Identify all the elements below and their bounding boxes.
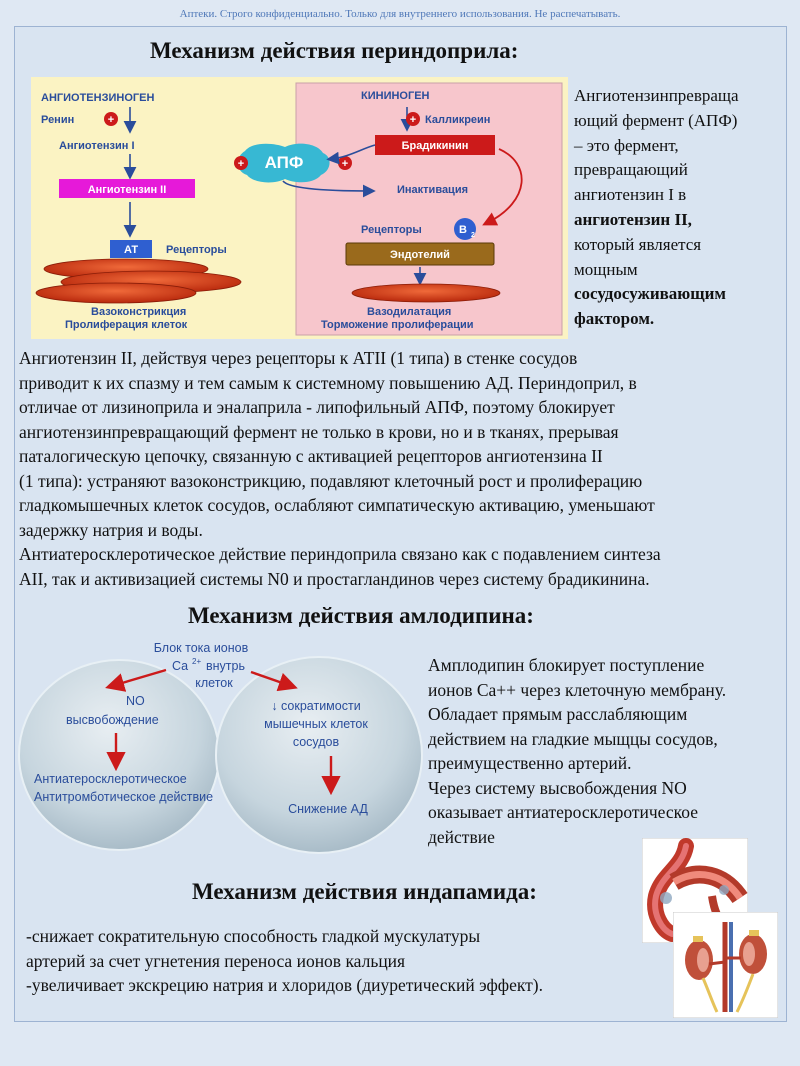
block-line3: клеток xyxy=(195,676,233,690)
ang2-label: Ангиотензин II xyxy=(88,184,167,196)
confidential-banner: Аптеки. Строго конфиденциально. Только д… xyxy=(179,8,621,20)
indapamide-title: Механизм действия индапамида: xyxy=(192,879,537,904)
arrow-to-decrease xyxy=(250,670,298,692)
relaxed-cell-layer xyxy=(351,283,501,303)
arrow-apf-to-inactivation xyxy=(282,180,376,198)
side-line: который является xyxy=(574,234,702,254)
right-disc xyxy=(215,656,423,854)
renin-plus-sign: + xyxy=(108,114,114,126)
angiotensinogen-label: АНГИОТЕНЗИНОГЕН xyxy=(41,92,154,104)
vasoconstriction-label: Вазоконстрикция xyxy=(91,306,186,318)
endothelium-box xyxy=(345,242,495,266)
side-line: – это фермент, xyxy=(574,135,679,155)
anti-line2: Антитромботическое действие xyxy=(34,790,213,804)
amlodipine-side-text: Амплодипин блокирует поступление ионов С… xyxy=(428,653,726,849)
renin-plus-icon xyxy=(104,112,118,126)
apf-enzyme-shape xyxy=(237,143,330,183)
ang1-label: Ангиотензин I xyxy=(59,140,135,152)
body-line: гладкомышечных клеток сосудов, ослабляют… xyxy=(19,495,655,515)
arrow-to-no xyxy=(105,668,167,692)
side-line: Ангиотензинпревраща xyxy=(574,86,739,105)
ang2-box xyxy=(59,179,195,198)
decrease-line1: ↓ сократимости xyxy=(271,699,360,713)
no-line1: NO xyxy=(126,694,145,708)
body-line: Ангиотензин II, действуя через рецепторы… xyxy=(19,348,578,368)
side-line: превращающий xyxy=(574,160,688,180)
amlodipine-title: Механизм действия амлодипина: xyxy=(188,603,534,628)
side-line: ющий фермент (АПФ) xyxy=(574,110,738,130)
body-line: паталогическую цепочку, связанную с акти… xyxy=(19,446,603,466)
at-label: АТ xyxy=(124,244,138,256)
apf-plus-left-icon xyxy=(234,156,248,170)
amlodipine-mechanism-diagram: Блок тока ионов Са 2+ внутрь клеток NO в… xyxy=(18,641,423,854)
side-line: ангиотензин II, xyxy=(574,209,692,229)
indapamide-line: артерий за счет угнетения переноса ионов… xyxy=(26,950,406,971)
indapamide-text: -снижает сократительную способность глад… xyxy=(26,924,543,998)
amlo-line: ионов Са++ через клеточную мембрану. xyxy=(428,679,727,700)
b2-receptor-icon xyxy=(454,218,476,240)
b2-label: B xyxy=(459,224,467,236)
apf-label: АПФ xyxy=(265,153,304,172)
left-disc xyxy=(18,659,220,851)
indapamide-line: -увеличивает экскрецию натрия и хлоридов… xyxy=(26,975,543,995)
body-line: ангиотензинпревращающий фермент не тольк… xyxy=(19,421,619,442)
side-line: мощным xyxy=(574,259,638,279)
perindopril-title: Механизм действия периндоприла: xyxy=(150,38,519,63)
proliferation-label: Пролиферация клеток xyxy=(65,319,188,331)
inactivation-label: Инактивация xyxy=(397,184,468,196)
side-line: сосудосуживающим xyxy=(574,284,727,304)
amlo-line: преимущественно артерий. xyxy=(428,753,632,773)
at-box xyxy=(110,240,152,258)
side-line: ангиотензин I в xyxy=(574,185,687,205)
b2-subscript: 2 xyxy=(471,232,475,239)
apf-plus-right-icon xyxy=(338,156,352,170)
body-line: задержку натрия и воды. xyxy=(19,519,203,540)
arrow-bradykinin-to-receptors xyxy=(482,148,523,226)
amlo-line: оказывает антиатеросклеротическое xyxy=(428,802,698,822)
amlo-line: действие xyxy=(428,826,495,847)
bp-label: Снижение АД xyxy=(288,802,368,816)
inhibition-label: Торможение пролиферации xyxy=(321,319,474,331)
kininogen-label: КИНИНОГЕН xyxy=(361,90,430,102)
no-line2: высвобождение xyxy=(66,713,159,727)
decrease-line3: сосудов xyxy=(293,735,340,749)
body-line: отличае от лизиноприла и эналаприла - ли… xyxy=(19,397,615,417)
body-line: Антиатеросклеротическое действие периндо… xyxy=(19,544,661,564)
amlo-line: Амплодипин блокирует поступление xyxy=(428,655,705,675)
block-line2sup: 2+ xyxy=(192,657,201,666)
perindopril-body-text: Ангиотензин II, действуя через рецепторы… xyxy=(19,346,785,591)
block-line2a: Са xyxy=(172,659,188,673)
amlo-line: действием на гладкие мыщцы сосудов, xyxy=(428,728,718,749)
block-line2b: внутрь xyxy=(206,659,245,673)
amlo-line: Через систему высвобождения NO xyxy=(428,777,687,798)
anti-line1: Антиатеросклеротическое xyxy=(34,772,187,786)
renin-label: Ренин xyxy=(41,114,74,126)
receptors-left-label: Рецепторы xyxy=(166,244,227,256)
apf-plus-left-sign: + xyxy=(238,158,244,170)
body-line: (1 типа): устраняют вазоконстрикцию, под… xyxy=(19,470,643,491)
block-line1: Блок тока ионов xyxy=(154,641,249,655)
decrease-line2: мышечных клеток xyxy=(264,717,368,731)
body-line: приводит к их спазму и тем самым к систе… xyxy=(19,372,637,393)
bradykinin-box xyxy=(375,135,495,155)
kidney-illustration xyxy=(673,912,778,1018)
ace-mechanism-diagram: АНГИОТЕНЗИНОГЕН Ренин + Ангиотензин I Ан… xyxy=(31,77,568,339)
receptors-right-label: Рецепторы xyxy=(361,224,422,236)
vasodilation-label: Вазодилатация xyxy=(367,306,451,318)
endothelium-label: Эндотелий xyxy=(390,249,450,261)
body-line: АII, так и активизацией системы N0 и про… xyxy=(19,568,650,589)
perindopril-side-text: Ангиотензинпревраща ющий фермент (АПФ) –… xyxy=(574,84,739,332)
bradykinin-label: Брадикинин xyxy=(402,140,469,152)
cell-layer-3 xyxy=(35,282,197,304)
amlo-line: Обладает прямым расслабляющим xyxy=(428,704,688,724)
indapamide-line: -снижает сократительную способность глад… xyxy=(26,926,481,946)
kallikrein-plus-icon xyxy=(406,112,420,126)
side-line: фактором. xyxy=(574,309,655,329)
arrow-bradykinin-to-apf xyxy=(326,144,376,165)
kallikrein-label: Калликреин xyxy=(425,114,490,126)
kallikrein-plus-sign: + xyxy=(410,114,416,126)
apf-plus-right-sign: + xyxy=(342,158,348,170)
